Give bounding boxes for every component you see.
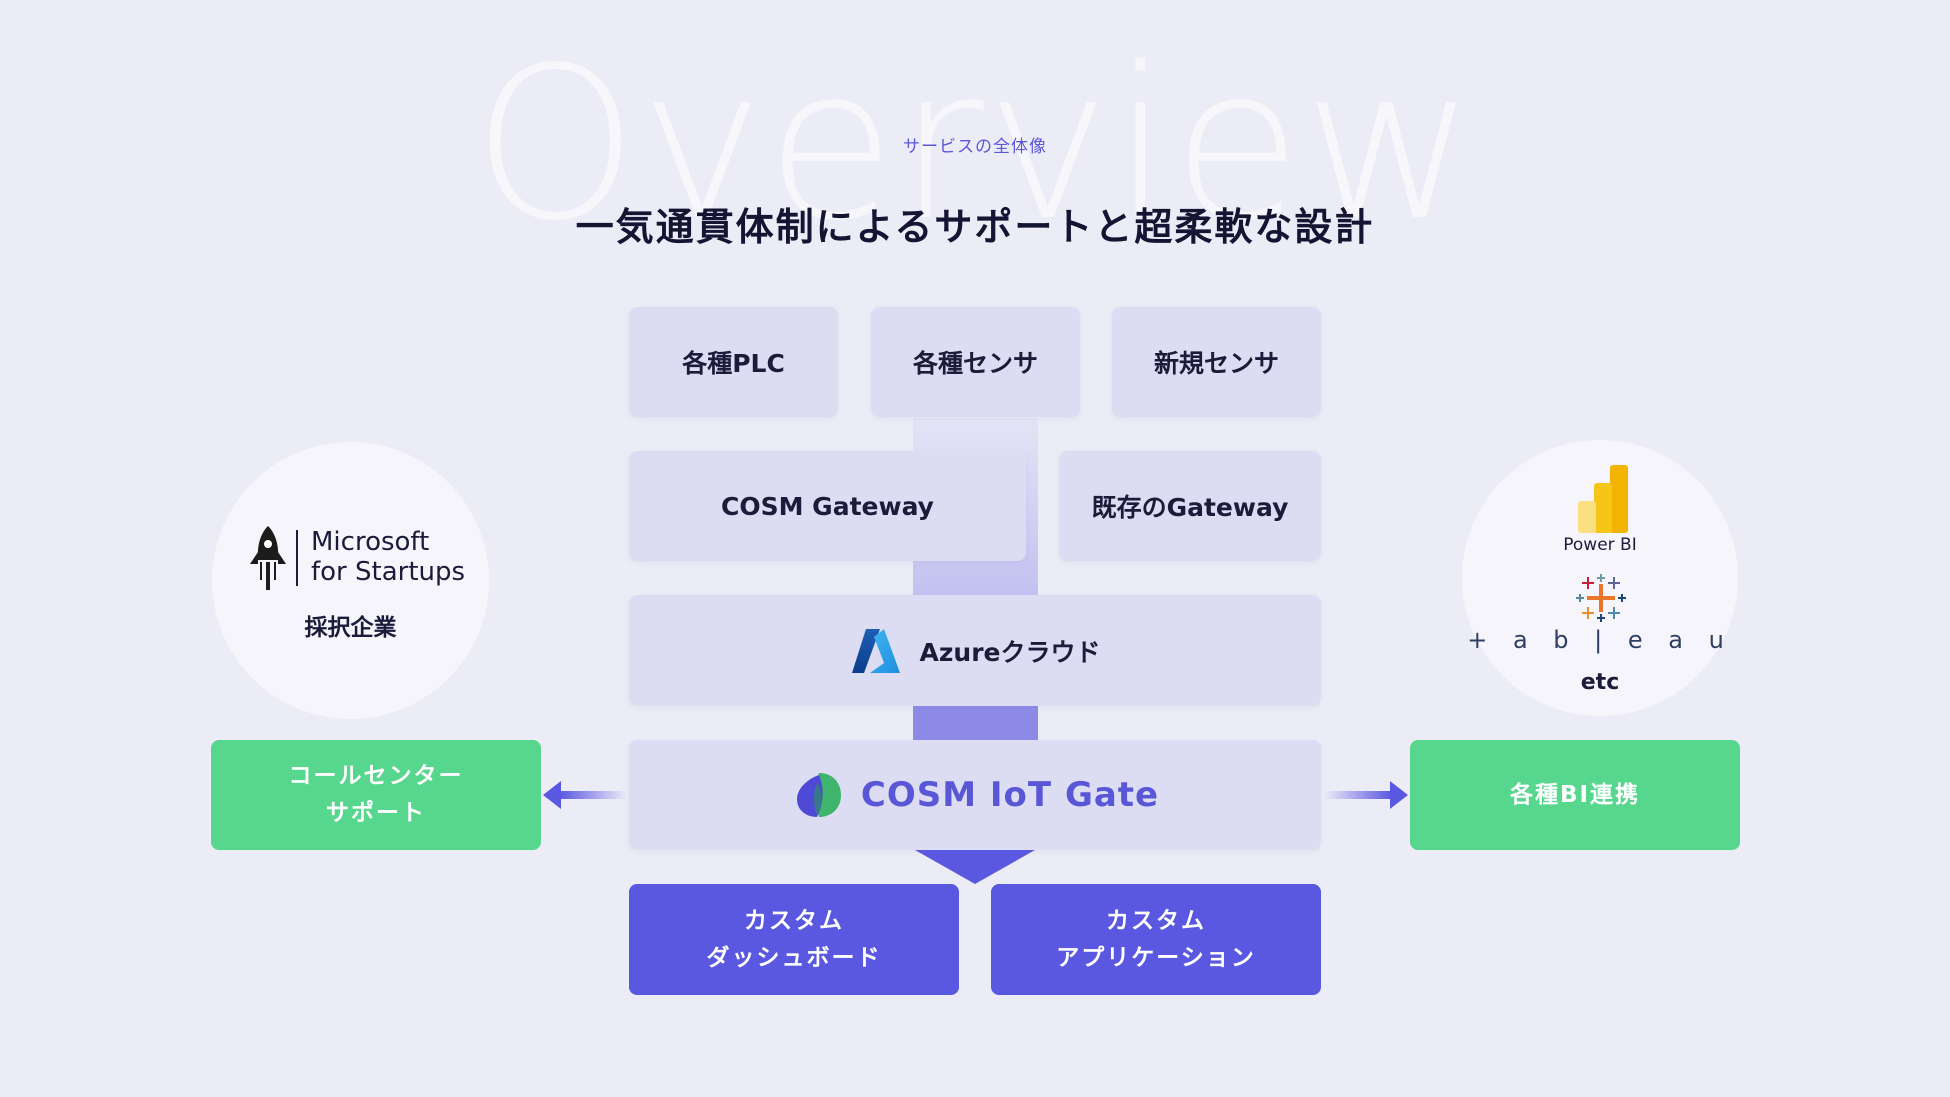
azure-logo-icon <box>850 627 902 675</box>
startups-caption: 採択企業 <box>304 615 397 641</box>
startups-brand-line1: Microsoft <box>311 527 430 557</box>
custom-application-line2: アプリケーション <box>1056 944 1256 971</box>
cosm-logo-icon <box>791 769 845 821</box>
sensors-box: 各種センサ <box>871 307 1080 417</box>
startups-divider <box>296 530 298 586</box>
cosm-gateway-box: COSM Gateway <box>629 451 1026 561</box>
tableau-wordmark: + a b | e a u <box>1467 626 1733 654</box>
startups-badge-circle <box>212 442 489 719</box>
section-eyebrow: サービスの全体像 <box>903 137 1047 157</box>
arrow-left-icon <box>541 777 629 813</box>
watermark-text: Overview <box>472 22 1478 267</box>
call-center-support-box: コールセンター サポート <box>211 740 541 850</box>
new-sensors-box: 新規センサ <box>1112 307 1321 417</box>
powerbi-label: Power BI <box>1563 535 1637 555</box>
azure-cloud-label: Azureクラウド <box>919 637 1101 667</box>
tableau-logo-icon <box>1576 574 1626 622</box>
plc-box: 各種PLC <box>629 307 838 417</box>
flow-connector-bottom <box>913 700 1038 742</box>
custom-dashboard-box: カスタム ダッシュボード <box>629 884 959 995</box>
rocket-icon <box>246 524 290 592</box>
startups-brand: Microsoft for Startups <box>311 527 481 588</box>
existing-gateway-box: 既存のGateway <box>1059 451 1321 561</box>
arrow-right-icon <box>1322 777 1410 813</box>
cosm-iot-gate-label: COSM IoT Gate <box>860 775 1160 815</box>
flow-arrow-down-icon <box>915 850 1035 884</box>
azure-cloud-box: Azureクラウド <box>629 595 1321 706</box>
bi-tools-etc: etc <box>1580 670 1620 695</box>
custom-dashboard-line2: ダッシュボード <box>706 944 882 971</box>
bi-integration-box: 各種BI連携 <box>1410 740 1740 850</box>
call-center-support-line1: コールセンター <box>288 763 464 790</box>
page-title: 一気通貫体制によるサポートと超柔軟な設計 <box>575 205 1375 249</box>
cosm-iot-gate-box: COSM IoT Gate <box>629 740 1321 850</box>
powerbi-logo-icon <box>1576 463 1630 535</box>
call-center-support-line2: サポート <box>326 800 426 826</box>
startups-brand-line2: for Startups <box>311 556 466 587</box>
custom-dashboard-line1: カスタム <box>744 907 844 934</box>
custom-application-line1: カスタム <box>1105 907 1206 934</box>
custom-application-box: カスタム アプリケーション <box>991 884 1321 995</box>
